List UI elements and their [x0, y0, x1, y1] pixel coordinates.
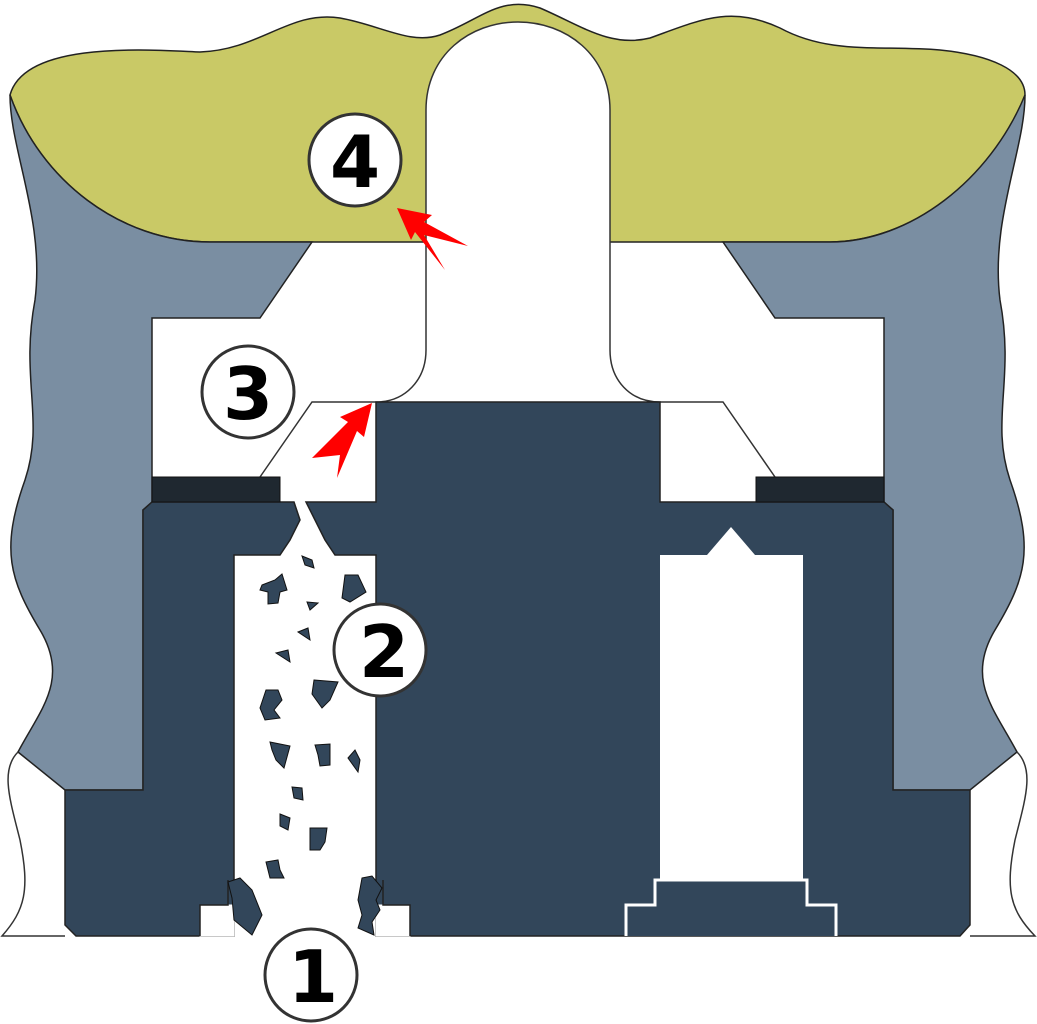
main-body [64, 501, 301, 937]
right-chamber-outline [660, 401, 776, 478]
label-2: 2 [332, 602, 428, 698]
right-side-layer [721, 94, 1026, 791]
bottom-right-outline [970, 751, 1037, 937]
left-seal [151, 476, 281, 503]
bottom-left-outline [0, 751, 65, 937]
right-seal [755, 476, 885, 503]
arrow-to-3 [312, 403, 372, 478]
label-4-text: 4 [330, 120, 380, 204]
label-1: 1 [263, 927, 359, 1023]
central-slot [375, 21, 661, 403]
left-step-outline [199, 880, 411, 936]
arrow-to-4 [397, 208, 468, 270]
label-4: 4 [307, 112, 403, 208]
label-3: 3 [200, 344, 296, 440]
main-body-center [304, 401, 971, 937]
left-side-layer [9, 94, 314, 791]
label-1-text: 1 [288, 935, 338, 1019]
right-channel [660, 527, 803, 880]
label-3-text: 3 [223, 352, 273, 436]
left-chamber-outline [259, 401, 376, 478]
right-step [624, 878, 838, 936]
label-2-text: 2 [359, 610, 409, 694]
debris-particles [227, 555, 383, 936]
